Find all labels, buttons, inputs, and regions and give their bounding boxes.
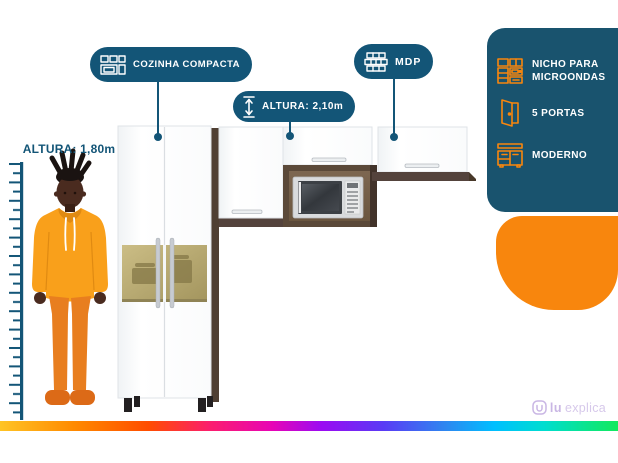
feature-label: NICHO PARA MICROONDAS <box>532 59 606 83</box>
badge-label: COZINHA COMPACTA <box>133 59 241 70</box>
head <box>56 176 84 208</box>
microwave-niche-icon <box>497 58 523 84</box>
left-hand <box>34 292 46 304</box>
shoes <box>45 390 95 405</box>
person-illustration <box>32 148 108 405</box>
badge-label: ALTURA: 2,10m <box>262 101 344 112</box>
badge-altura-210: ALTURA: 2,10m <box>233 91 356 122</box>
kitchen-cabinets-icon <box>100 54 126 75</box>
badge-cozinha-compacta: COZINHA COMPACTA <box>90 47 253 82</box>
connector-line <box>393 78 395 135</box>
niche-side-strip <box>370 165 377 227</box>
badge-mdp: MDP <box>354 44 434 79</box>
rainbow-gradient-bar <box>0 421 618 431</box>
logo-lu-text: lu <box>549 400 562 415</box>
modern-cabinet-icon <box>497 143 523 168</box>
microwave-upper-door <box>282 126 373 166</box>
hoodie <box>32 208 108 302</box>
microwave <box>292 176 364 219</box>
open-door-icon <box>501 99 519 127</box>
wood-boards-icon <box>364 51 388 72</box>
tall-cabinet <box>117 125 213 412</box>
right-upper-cabinet <box>372 126 476 181</box>
height-ruler <box>5 162 24 420</box>
connector-dot <box>390 133 398 141</box>
logo-explica-text: explica <box>564 400 606 415</box>
cabinet-legs <box>124 396 213 412</box>
tall-cabinet-side-panel <box>211 128 219 402</box>
tall-cabinet-handles <box>155 237 161 309</box>
microwave-niche <box>283 165 377 227</box>
feature-moderno: MODERNO <box>497 142 610 168</box>
badge-label: MDP <box>395 55 422 68</box>
connector-line <box>289 121 291 134</box>
corner-door <box>218 126 284 219</box>
feature-nicho-microondas: NICHO PARA MICROONDAS <box>497 58 610 84</box>
features-panel: NICHO PARA MICROONDAS 5 PORTAS <box>487 28 618 212</box>
lu-explica-logo: lu explica <box>532 400 606 415</box>
person-height-label: ALTURA: 1,80m <box>22 142 116 156</box>
feature-label: 5 PORTAS <box>532 107 585 119</box>
orange-decoration-blob <box>496 216 618 310</box>
height-arrow-icon <box>243 95 255 118</box>
feature-label: MODERNO <box>532 149 588 161</box>
glass-doors <box>122 245 207 302</box>
connector-dot <box>154 133 162 141</box>
connector-dot <box>286 132 294 140</box>
right-hand <box>94 292 106 304</box>
connector-line <box>157 81 159 135</box>
pants <box>49 296 91 390</box>
feature-5-portas: 5 PORTAS <box>497 99 610 127</box>
kitchen-cabinet-illustration <box>117 125 476 412</box>
lu-brand-icon <box>532 400 547 415</box>
